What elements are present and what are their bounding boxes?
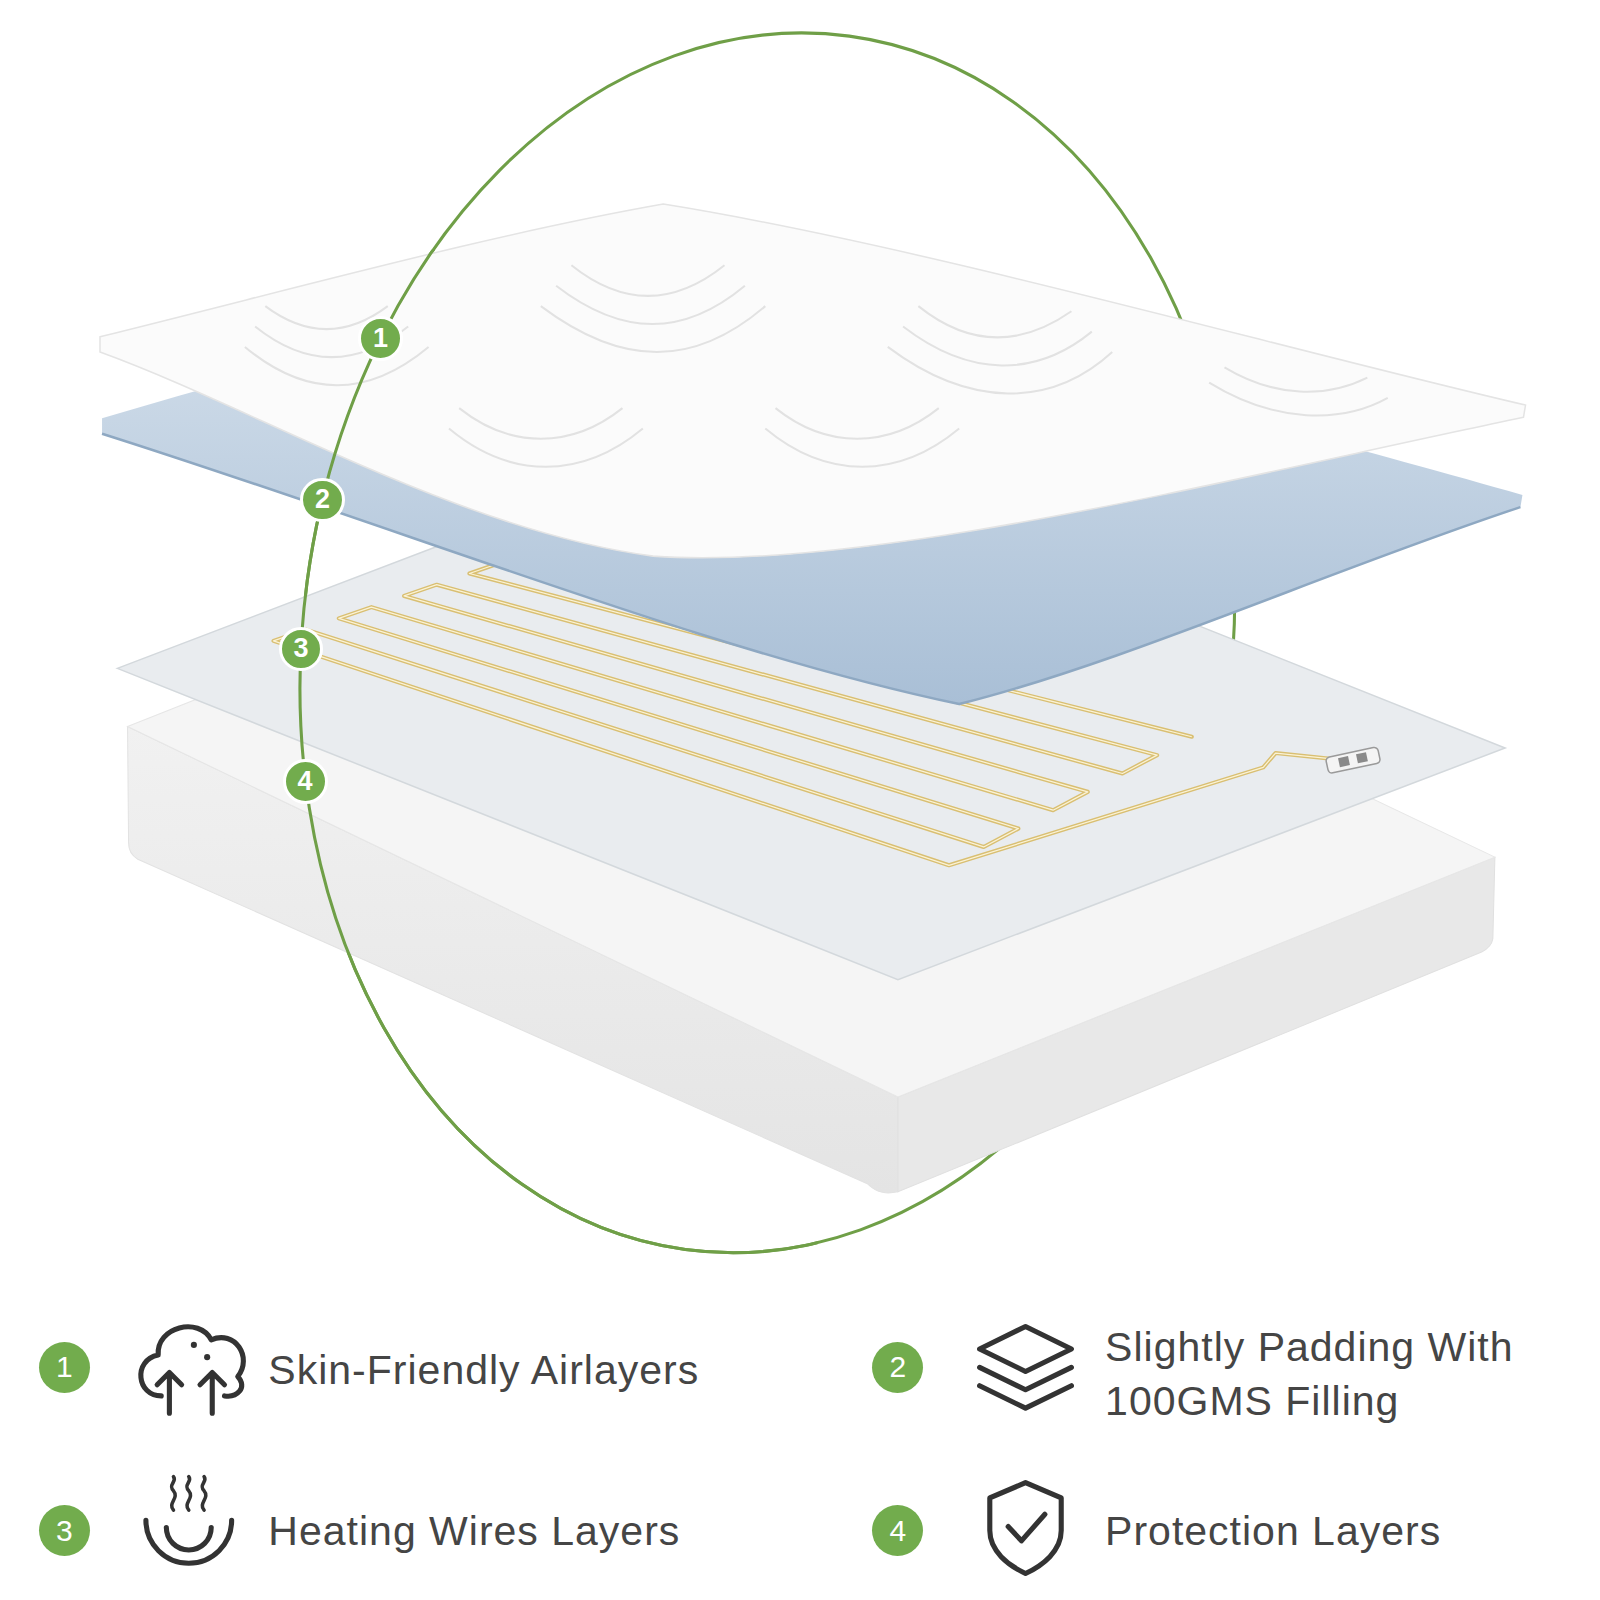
layer-description: Protection Layers [1105,1504,1583,1558]
quilt-texture [245,265,1388,467]
heat-icon [166,1528,211,1550]
number-text: 1 [56,1352,73,1382]
shield-icon [990,1483,1061,1574]
callout-number: 4 [283,759,328,804]
layers-icon [980,1327,1072,1372]
quilt-texture [245,306,429,385]
cloud-icon [191,1342,197,1348]
heat-icon [146,1520,232,1563]
highlight-ellipse [225,198,943,1279]
wire-connector [1356,752,1368,763]
wire-connector [1338,756,1350,767]
wire-connector [1325,747,1380,774]
layer-description: Skin-Friendly Airlayers [268,1343,839,1397]
callout-number: 1 [358,316,403,361]
key-number: 2 [872,1342,923,1393]
quilt-texture [541,265,765,352]
callout-number: 2 [300,478,345,523]
cloud-icon [204,1354,210,1360]
shield-icon [1008,1514,1045,1541]
quilt-texture [449,408,643,467]
cloud-icon [157,1372,224,1413]
layers-icon [980,1367,1072,1408]
key-number: 4 [872,1505,923,1556]
key-number: 3 [39,1505,90,1556]
layer-description: Heating Wires Layers [268,1504,839,1558]
number-text: 3 [56,1516,73,1546]
quilt-texture [765,408,959,467]
number-text: 3 [293,635,308,662]
number-text: 2 [315,486,330,513]
quilt-texture [888,306,1112,393]
number-text: 1 [373,325,388,352]
number-text: 4 [298,768,313,795]
number-text: 4 [890,1516,907,1546]
key-icons [141,1327,1072,1574]
quilt-texture [1209,367,1388,415]
layer-description: Slightly Padding With 100GMS Filling [1105,1320,1583,1428]
number-text: 2 [890,1352,907,1382]
top-fabric-layer [100,204,1526,558]
key-number: 1 [39,1342,90,1393]
heat-icon [171,1477,205,1511]
